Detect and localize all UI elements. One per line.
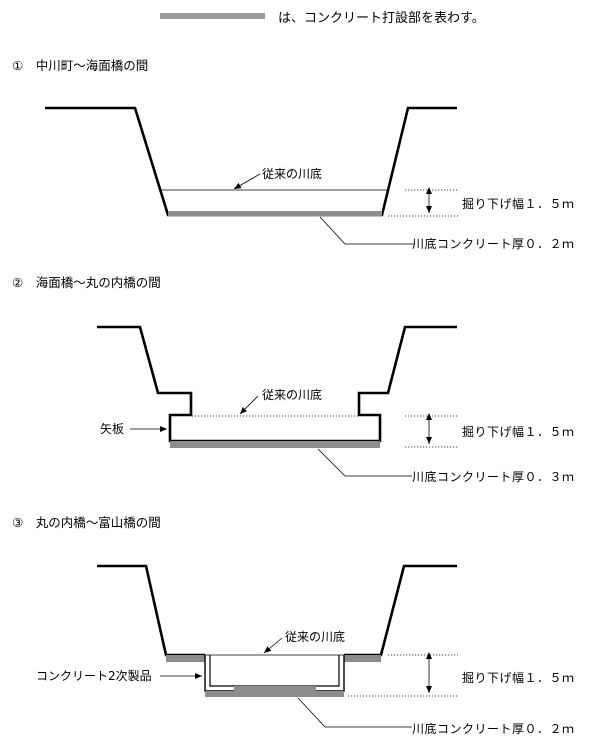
section-3-precast-inner bbox=[209, 655, 340, 687]
section-3-title: ③ 丸の内橋～富山橋の間 bbox=[12, 515, 161, 530]
section-2-concrete-layer bbox=[170, 441, 380, 448]
section-2-concrete-leader bbox=[317, 448, 412, 477]
section-1-concrete-leader bbox=[319, 216, 415, 245]
section-3-right-bank-concrete bbox=[344, 655, 381, 662]
section-3-channel-floor-concrete bbox=[234, 686, 316, 691]
section-1-concrete-layer bbox=[168, 211, 382, 216]
section-2-old-bed-label: 従来の川底 bbox=[262, 387, 322, 402]
section-3-concrete-layer bbox=[205, 691, 344, 697]
section-2-channel-outline bbox=[97, 325, 457, 443]
section-1-excavation-label: 掘り下げ幅１．５ｍ bbox=[462, 196, 575, 211]
section-3-concrete-label: 川底コンクリート厚０．２ｍ bbox=[412, 721, 575, 736]
section-1-concrete-label: 川底コンクリート厚０．２ｍ bbox=[412, 236, 575, 251]
section-3-excavation-label: 掘り下げ幅１．５ｍ bbox=[462, 670, 575, 685]
section-3-old-bed-label: 従来の川底 bbox=[285, 629, 345, 644]
section-2-old-bed-leader bbox=[239, 395, 259, 415]
legend-swatch bbox=[160, 13, 265, 19]
section-2: ② 海面橋～丸の内橋の間 従来の川底 矢板 掘り下げ幅１．５ｍ 川底コンクリート… bbox=[12, 275, 575, 484]
legend: は、コンクリート打設部を表わす。 bbox=[160, 10, 485, 26]
legend-text: は、コンクリート打設部を表わす。 bbox=[278, 10, 485, 26]
section-1-old-bed-label: 従来の川底 bbox=[262, 166, 322, 181]
section-3: ③ 丸の内橋～富山橋の間 従来の川底 コンクリート2次製品 掘り下げ幅１．５ｍ … bbox=[12, 515, 575, 736]
section-2-sheet-pile-label: 矢板 bbox=[100, 422, 124, 436]
section-2-concrete-label: 川底コンクリート厚０．３ｍ bbox=[412, 469, 575, 484]
section-2-excavation-label: 掘り下げ幅１．５ｍ bbox=[462, 424, 575, 439]
section-1-old-bed-leader bbox=[233, 173, 261, 190]
section-1-channel-outline bbox=[45, 106, 457, 217]
section-3-left-bank-concrete bbox=[166, 655, 205, 662]
section-3-precast-label: コンクリート2次製品 bbox=[36, 669, 152, 683]
section-1: ① 中川町～海面橋の間 従来の川底 掘り下げ幅１．５ｍ 川底コンクリート厚０．２… bbox=[12, 58, 575, 251]
section-3-old-bed-leader bbox=[263, 637, 283, 654]
section-1-title: ① 中川町～海面橋の間 bbox=[12, 58, 148, 73]
section-2-title: ② 海面橋～丸の内橋の間 bbox=[12, 275, 161, 290]
section-3-concrete-leader bbox=[297, 697, 412, 728]
